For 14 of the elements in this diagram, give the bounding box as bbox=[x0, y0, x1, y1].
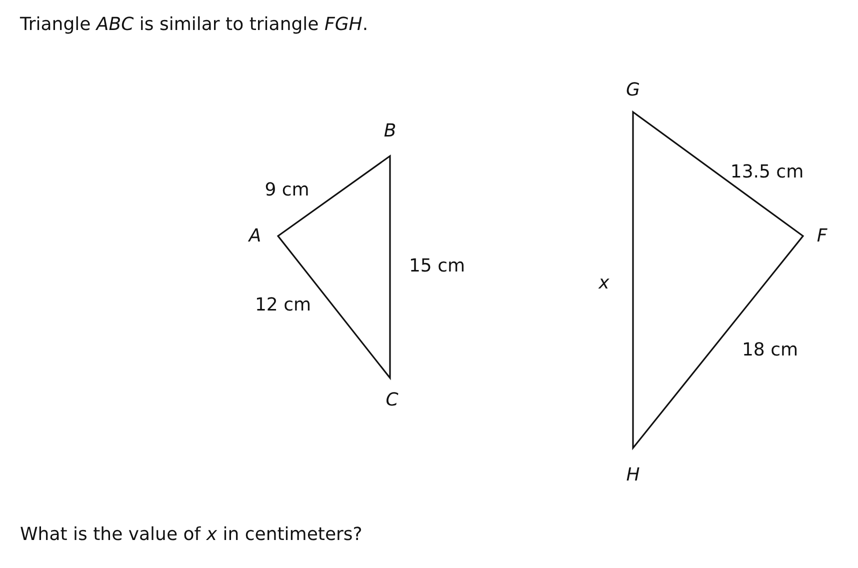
side-length: 12 cm bbox=[254, 294, 312, 316]
question-text: What is the value of x in centimeters? bbox=[20, 524, 362, 545]
side-length: 13.5 cm bbox=[730, 162, 804, 182]
side-label: x bbox=[598, 272, 610, 294]
side-length: 9 cm bbox=[264, 180, 310, 200]
question-text: Triangle ABC is similar to triangle FGH. bbox=[20, 14, 368, 35]
vertex-label: H bbox=[626, 464, 640, 486]
vertex-label: B bbox=[384, 120, 396, 142]
vertex-label: A bbox=[248, 226, 262, 246]
side-length: 18 cm bbox=[742, 340, 798, 360]
vertex-label: G bbox=[626, 80, 640, 100]
vertex-label: F bbox=[816, 226, 828, 246]
side-length: 15 cm bbox=[408, 256, 466, 276]
vertex-label: C bbox=[386, 390, 398, 410]
